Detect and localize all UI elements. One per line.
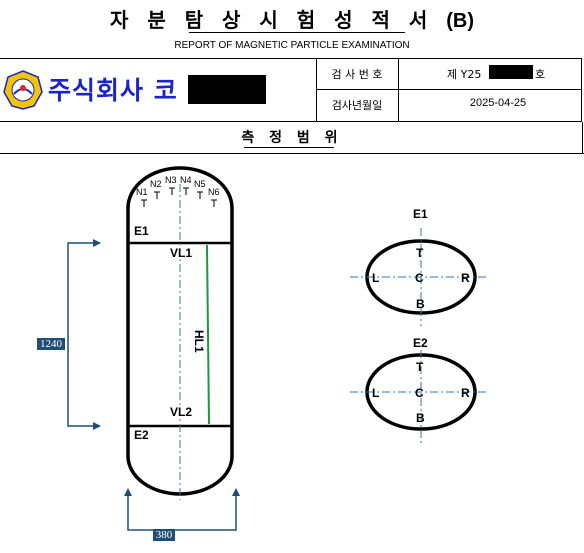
nozzle-markers [141, 187, 217, 207]
section-title: 측 정 범 위 [241, 130, 343, 146]
section-title-underline [244, 147, 334, 148]
redacted-block [489, 65, 533, 79]
weld-label-hl1: HL1 [192, 330, 206, 353]
dimension-arrow [93, 422, 101, 430]
header-table [0, 58, 582, 122]
company-name: 주식회사 코 [48, 76, 178, 105]
dimension-width-value: 380 [153, 529, 175, 541]
report-subtitle: REPORT OF MAGNETIC PARTICLE EXAMINATION [174, 40, 410, 51]
longitudinal-weld-line [206, 244, 210, 425]
nozzle-label: N4 [180, 175, 192, 185]
head-e1-bottom: B [416, 297, 425, 311]
redacted-block [188, 75, 266, 104]
weld-label-vl2: VL2 [170, 405, 193, 419]
title-underline [189, 32, 405, 33]
head-e2-title: E2 [413, 336, 428, 350]
head-e2-bottom: B [416, 411, 425, 425]
head-e1-top: T [416, 246, 424, 260]
report-no-label: 검 사 번 호 [331, 68, 383, 81]
width-dimension [127, 495, 237, 531]
header-row-divider [316, 89, 582, 90]
head-e2-center: C [415, 386, 424, 400]
report-no-suffix: 호 [535, 68, 546, 81]
dimension-height-value: 1240 [37, 338, 65, 350]
height-dimension [67, 242, 100, 427]
head-e1-center: C [415, 271, 424, 285]
section-divider [0, 153, 584, 154]
head-e1-right: R [461, 271, 470, 285]
report-title: 자 분 탐 상 시 험 성 적 서 (B) [0, 4, 584, 33]
dimension-arrow [93, 239, 101, 247]
header-divider [316, 58, 317, 122]
report-title-suffix: (B) [446, 10, 475, 32]
dimension-arrow [124, 488, 132, 496]
date-value: 2025-04-25 [469, 97, 527, 109]
frame-edge [582, 122, 583, 154]
report-title-korean: 자 분 탐 상 시 험 성 적 서 [109, 8, 434, 32]
head-e1-title: E1 [413, 207, 428, 221]
nozzle-label: N1 [136, 187, 148, 197]
head-e2-top: T [416, 360, 424, 374]
report-no-prefix: 제 Y25 [447, 68, 482, 81]
end-label-e1: E1 [134, 224, 149, 238]
company-logo [3, 70, 43, 110]
head-e2-left: L [372, 386, 380, 400]
end-label-e2: E2 [134, 428, 149, 442]
nozzle-label: N6 [208, 187, 220, 197]
header-divider [398, 58, 399, 122]
nozzle-label: N2 [150, 179, 162, 189]
head-e1-left: L [372, 271, 380, 285]
nozzle-label: N3 [165, 175, 177, 185]
nozzle-label: N5 [194, 179, 206, 189]
date-label: 검사년월일 [331, 99, 383, 112]
weld-label-vl1: VL1 [170, 246, 193, 260]
dimension-arrow [232, 488, 240, 496]
head-e2-right: R [461, 386, 470, 400]
